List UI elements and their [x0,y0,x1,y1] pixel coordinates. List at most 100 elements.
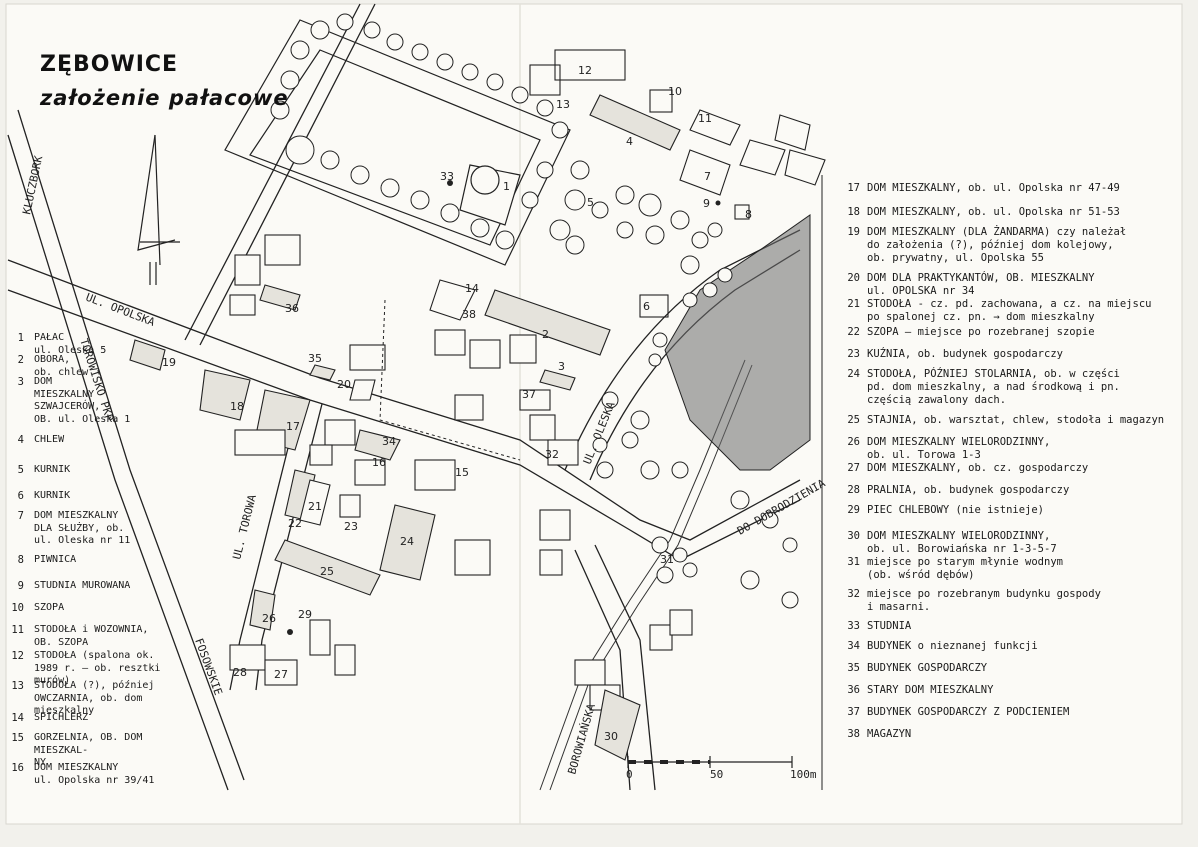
building-number-labels: 1 2 3 4 5 6 7 8 9 10 11 12 13 14 15 16 1… [162,64,752,743]
legend-item-number: 6 [17,490,24,502]
building-number: 16 [372,456,386,469]
legend-item-label: miejsce po rozebranym budynku gospody i … [867,588,1101,614]
legend-item: 34 BUDYNEK o nieznanej funkcji [842,640,1038,653]
legend-item-number: 17 [847,182,860,194]
legend-item-number: 24 [847,368,860,380]
building-number: 4 [626,135,633,148]
legend-item-label: DOM MIESZKALNY, ob. ul. Opolska nr 51-53 [867,206,1120,218]
well-markers [287,180,721,635]
building-number: 19 [162,356,176,369]
building-number: 11 [698,112,712,125]
legend-item-label: DOM MIESZKALNY ul. Opolska nr 39/41 [34,762,155,786]
legend-item: 18 DOM MIESZKALNY, ob. ul. Opolska nr 51-… [842,206,1120,219]
legend-item-label: DOM MIESZKALNY DLA SŁUŻBY, ob. ul. Olesk… [34,510,131,546]
legend-item: 3 DOM MIESZKALNY SZWAJCERÓW, OB. ul. Oles… [8,376,131,426]
building-number: 34 [382,435,396,448]
legend-item-label: STODOŁA (spalona ok. 1989 r. — ob. reszt… [34,650,161,686]
legend-item-number: 3 [17,376,24,388]
building-number: 24 [400,535,414,548]
legend-item-label: SZOPA [34,602,65,613]
legend-item-number: 33 [847,620,860,632]
legend-item-label: GORZELNIA, OB. DOM MIESZKAL- NY [34,732,143,768]
legend-item-label: BUDYNEK o nieznanej funkcji [867,640,1038,652]
building-number: 6 [643,300,650,313]
legend-item-label: OBORA, ob. chlew [34,354,89,378]
legend-item-number: 18 [847,206,860,218]
legend-item-label: DOM MIESZKALNY, ob. cz. gospodarczy [867,462,1089,474]
building-number: 29 [298,608,312,621]
legend-item-number: 5 [17,464,24,476]
legend-item-label: PAŁAC ul. Oleska 5 [34,332,107,356]
building-number: 2 [542,328,549,341]
scale-label-0: 0 [626,768,633,781]
legend-item-number: 16 [11,762,24,774]
orchard-trees [549,160,799,609]
legend-item-label: KUŹNIA, ob. budynek gospodarczy [867,348,1063,360]
legend-item-label: BUDYNEK GOSPODARCZY [867,662,988,674]
legend-item-label: STODOŁA i WOZOWNIA, OB. SZOPA [34,624,149,648]
legend-item-label: DOM MIESZKALNY (DLA ŻANDARMA) czy należa… [867,226,1127,265]
building-palace [459,164,521,226]
building-number: 8 [745,208,752,221]
legend-item: 17 DOM MIESZKALNY, ob. ul. Opolska nr 47-… [842,182,1120,195]
building-number: 30 [604,730,618,743]
building-number: 3 [558,360,565,373]
legend-item-label: SZOPA — miejsce po rozebranej szopie [867,326,1095,338]
legend-item-label: STODOŁA - cz. pd. zachowana, a cz. na mi… [867,298,1152,324]
legend-item: 16 DOM MIESZKALNY ul. Opolska nr 39/41 [8,762,154,787]
legend-item-number: 35 [847,662,860,674]
legend-item-number: 22 [847,326,860,338]
legend-item-label: DOM MIESZKALNY SZWAJCERÓW, OB. ul. Olesk… [34,376,131,425]
legend-item-label: DOM MIESZKALNY WIELORODZINNY, ob. ul. Bo… [867,530,1057,556]
building-number: 33 [440,170,454,183]
legend-item-label: DOM MIESZKALNY, ob. ul. Opolska nr 47-49 [867,182,1120,194]
legend-item-number: 14 [11,712,24,724]
buildings [129,49,826,761]
legend-item-number: 9 [17,580,24,592]
building-number: 32 [545,448,559,461]
railway [7,109,245,791]
legend-item-number: 4 [17,434,24,446]
legend-item-label: PRALNIA, ob. budynek gospodarczy [867,484,1070,496]
legend-item-label: SPICHLERZ [34,712,89,723]
legend-item-number: 34 [847,640,860,652]
legend-item-label: CHLEW [34,434,65,445]
building-number: 18 [230,400,244,413]
scale-label-50: 50 [710,768,723,781]
legend-item-label: MAGAZYN [867,728,912,740]
legend-item-number: 32 [847,588,860,600]
building-number: 9 [703,197,710,210]
legend-item: 4 CHLEW [8,434,64,447]
legend-item-label: KURNIK [34,490,71,501]
legend-item-label: STAJNIA, ob. warsztat, chlew, stodoła i … [867,414,1165,426]
pond [664,214,811,471]
legend-item-number: 29 [847,504,860,516]
legend-item-label: DOM DLA PRAKTYKANTÓW, OB. MIESZKALNY ul.… [867,272,1095,298]
building-number: 12 [578,64,592,77]
legend-item: 36 STARY DOM MIESZKALNY [842,684,993,697]
scale-label-100: 100m [790,768,817,781]
legend-item-label: STARY DOM MIESZKALNY [867,684,994,696]
legend-item-number: 36 [847,684,860,696]
north-arrow [137,134,180,285]
building-number: 20 [337,378,351,391]
map-subtitle: założenie pałacowe [40,86,289,110]
